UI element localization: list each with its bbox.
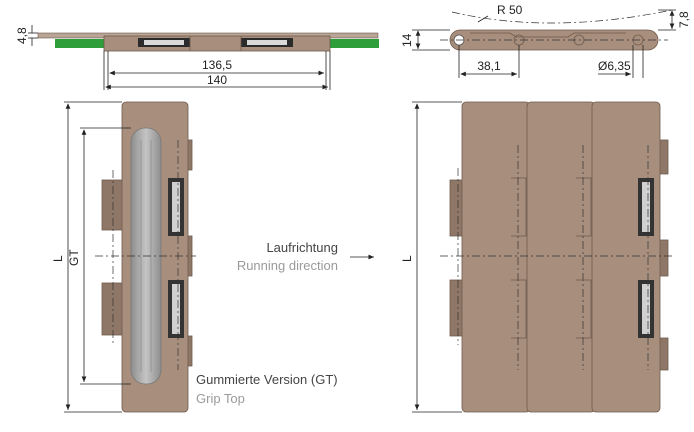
version-label-en: Grip Top (196, 391, 245, 406)
dim-length-right: L (400, 255, 414, 262)
plate-2 (526, 101, 596, 413)
dim-height: 14 (400, 33, 414, 47)
plate-3 (591, 101, 661, 413)
standard-view: L (400, 101, 672, 413)
dim-length-left: L (51, 255, 65, 262)
dim-pin-diameter: Ø6,35 (598, 59, 631, 73)
side-view: R 50 14 38,1 Ø6,35 7,8 (400, 3, 691, 78)
dim-width-inner: 136,5 (202, 58, 232, 72)
rubber-strip-left (55, 39, 105, 48)
dim-pitch: 38,1 (477, 59, 501, 73)
dim-thickness: 4,8 (15, 27, 29, 44)
grip-top-view: L GT (51, 101, 196, 413)
dim-radius: R 50 (497, 3, 523, 17)
direction-label-en: Running direction (237, 258, 338, 273)
direction-label-de: Laufrichtung (266, 240, 338, 255)
version-label-de: Gummierte Version (GT) (196, 372, 338, 387)
chain-body (103, 35, 331, 52)
front-view: 4,8 136,5 140 (15, 25, 379, 90)
rubber-strip-right (327, 39, 379, 48)
dim-grip-top: GT (67, 249, 81, 266)
dim-offset: 7,8 (677, 11, 691, 28)
dim-width-outer: 140 (207, 73, 227, 87)
plate-1 (461, 101, 531, 413)
